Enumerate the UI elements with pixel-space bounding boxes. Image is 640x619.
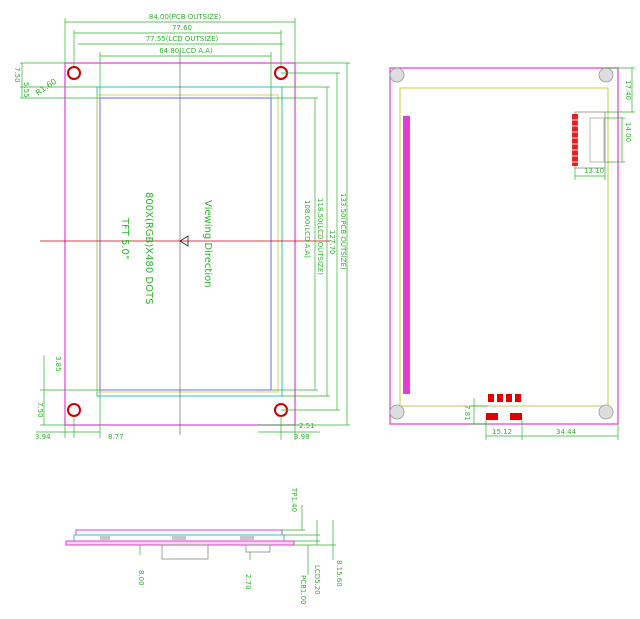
hole-bottom-left-icon bbox=[67, 403, 81, 417]
tft-size-label: TFT 5.0" bbox=[119, 217, 130, 259]
dim-side-270: 2.70 bbox=[244, 574, 252, 590]
back-inner-outline bbox=[399, 87, 609, 407]
front-left-dimensions bbox=[20, 62, 101, 438]
front-active-area bbox=[99, 97, 272, 391]
front-mounting-holes bbox=[67, 66, 288, 417]
back-view: 17.40 14.00 13.10 7.81 15.12 34.44 bbox=[389, 67, 635, 440]
dim-height-holes: 127.70 bbox=[328, 230, 336, 255]
dim-back-1512: 15.12 bbox=[492, 428, 512, 436]
hole-top-left-icon bbox=[67, 66, 81, 80]
back-hole-bottom-right-icon bbox=[598, 404, 614, 420]
dim-back-13: 13.10 bbox=[584, 167, 604, 175]
dim-side-800: 8.00 bbox=[137, 570, 145, 586]
front-top-dimensions bbox=[64, 18, 296, 98]
back-right-connector-pin-lines bbox=[572, 119, 578, 163]
dim-height-aa: 108.00(LCD A.A) bbox=[303, 200, 311, 258]
dim-height-lcd: 118.50(LCD OUTSIZE) bbox=[316, 198, 324, 275]
viewing-arrow-icon bbox=[179, 235, 189, 247]
back-hole-bottom-left-icon bbox=[389, 404, 405, 420]
dim-right-1: 2.51 bbox=[299, 422, 315, 430]
dim-back-3444: 34.44 bbox=[556, 428, 577, 436]
dim-left-1: 3.94 bbox=[35, 433, 51, 441]
dim-side-pcb: PCB1.00 bbox=[299, 575, 307, 605]
dim-hole-span: 77.60 bbox=[172, 24, 192, 32]
back-right-connector-pins bbox=[572, 114, 578, 166]
dim-side-tp: TP1.40 bbox=[290, 487, 298, 512]
dim-left-2: 8.77 bbox=[108, 433, 124, 441]
back-hole-top-right-icon bbox=[598, 67, 614, 83]
back-hole-top-left-icon bbox=[389, 67, 405, 83]
side-view: TP1.40 LCD5.20 8.15.60 PCB1.00 8.00 2.70 bbox=[65, 487, 343, 605]
dim-top-offset-1: 7.50 bbox=[13, 67, 21, 83]
dim-height-pcb: 133.50(PCB OUTSIZE) bbox=[339, 193, 347, 270]
back-fpc-strip bbox=[403, 116, 410, 394]
front-view: 84.00(PCB OUTSIZE) 77.60 77.55(LCD OUTSI… bbox=[13, 13, 350, 441]
dim-back-17: 17.40 bbox=[624, 80, 632, 100]
front-right-dimensions bbox=[258, 62, 350, 440]
side-connector-left bbox=[245, 544, 271, 553]
dim-top-offset-2: 5.55 bbox=[22, 82, 30, 98]
back-bottom-connector bbox=[486, 394, 522, 420]
viewing-direction-label: Viewing Direction bbox=[202, 200, 213, 288]
back-right-connector-inner bbox=[589, 117, 605, 163]
dim-back-14: 14.00 bbox=[624, 122, 632, 142]
side-dimensions bbox=[139, 505, 336, 575]
back-pcb-outline bbox=[389, 67, 619, 425]
dim-side-total: 8.15.60 bbox=[335, 560, 343, 587]
dim-lcd-outsize: 77.55(LCD OUTSIZE) bbox=[146, 35, 219, 43]
side-fpc-marks bbox=[100, 536, 254, 540]
dim-bottom-offset-2: 7.50 bbox=[36, 402, 44, 418]
dim-right-2: 3.98 bbox=[294, 433, 310, 441]
front-active-area-inner bbox=[96, 94, 279, 393]
dim-side-lcd: LCD5.20 bbox=[313, 565, 321, 595]
side-pcb-layer bbox=[65, 540, 295, 546]
dim-lcd-aa: 64.80(LCD A.A) bbox=[159, 47, 213, 55]
side-connector bbox=[161, 544, 209, 560]
dim-bottom-offset-1: 3.85 bbox=[54, 356, 62, 372]
dim-pcb-outsize: 84.00(PCB OUTSIZE) bbox=[149, 13, 222, 21]
back-dimensions bbox=[470, 67, 635, 440]
dim-back-781: 7.81 bbox=[463, 405, 471, 421]
side-top-layer bbox=[75, 529, 283, 536]
resolution-label: 800X(RGB)X480 DOTS bbox=[143, 192, 154, 304]
